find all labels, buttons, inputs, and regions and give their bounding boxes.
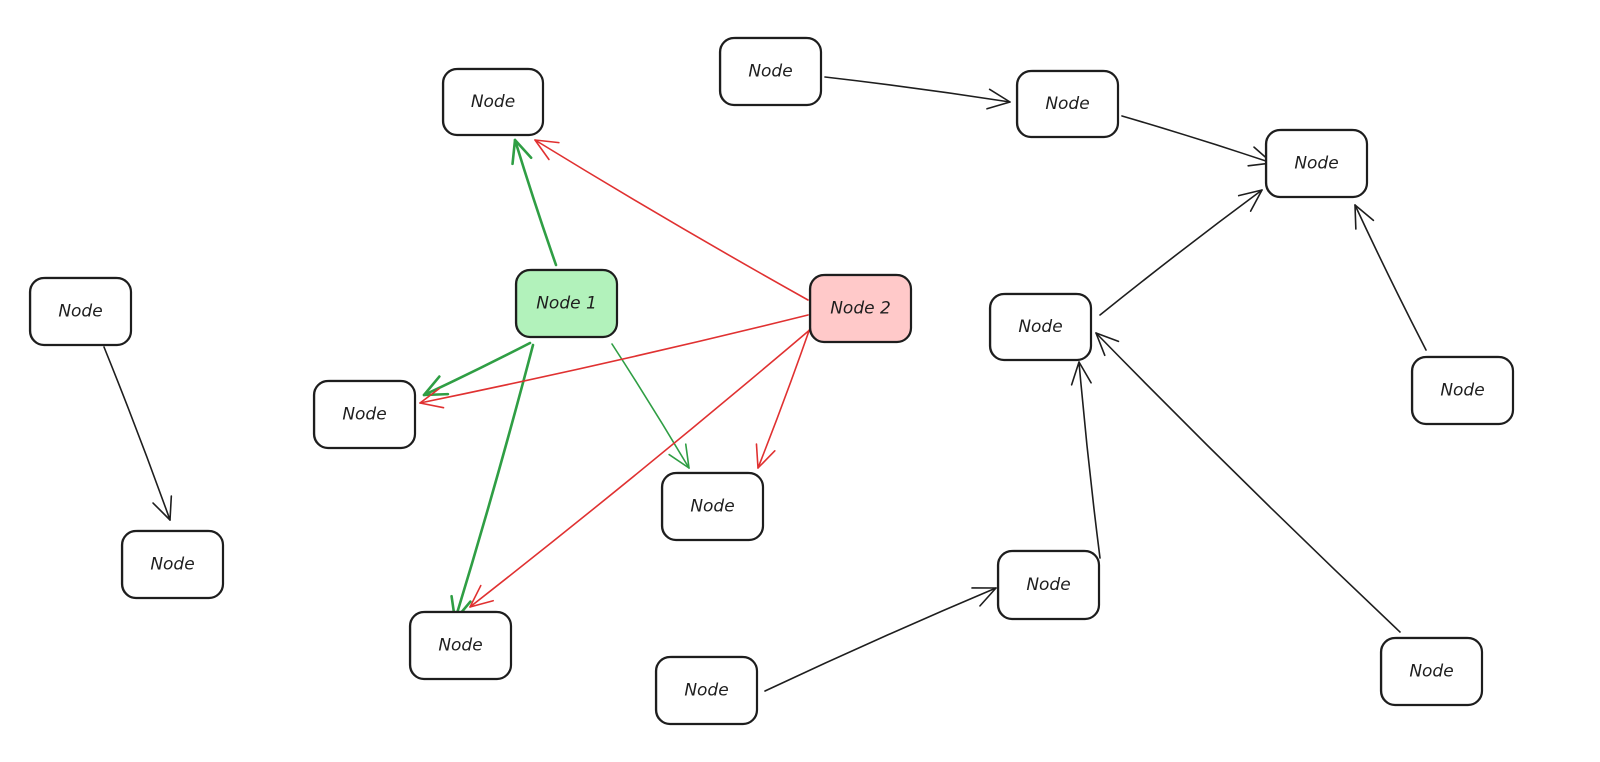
node-label: Node — [1045, 94, 1089, 114]
node-label: Node — [471, 92, 515, 112]
arrowhead-icon — [152, 495, 173, 521]
edges-layer — [103, 76, 1427, 692]
node-box-sketch — [998, 549, 1100, 620]
edge-line[interactable] — [419, 314, 809, 404]
edge-line[interactable] — [1354, 204, 1427, 351]
node-label: Node — [1018, 317, 1062, 337]
edge-arrow[interactable] — [1070, 361, 1101, 559]
edge-arrow[interactable] — [469, 327, 813, 608]
arrowhead-icon — [971, 587, 997, 607]
node-box-sketch — [662, 471, 764, 541]
arrowhead-icon — [419, 387, 445, 409]
node-box-sketch — [516, 268, 618, 338]
edge-line[interactable] — [422, 341, 532, 397]
edge-line[interactable] — [1121, 115, 1273, 164]
edge-arrow[interactable] — [511, 138, 558, 267]
edge-arrow[interactable] — [764, 587, 997, 692]
edge-line[interactable] — [757, 327, 811, 469]
node-box-sketch — [990, 292, 1092, 361]
node-label: Node — [1026, 575, 1070, 595]
edge-arrow[interactable] — [1099, 189, 1263, 316]
edge-arrow[interactable] — [1354, 204, 1427, 351]
edge-line[interactable] — [469, 327, 813, 608]
node-n-far-right[interactable]: Node — [1410, 355, 1515, 426]
arrowhead-icon — [1095, 332, 1120, 357]
node-box-sketch — [1017, 69, 1119, 138]
arrowhead-icon — [986, 88, 1011, 110]
node-label: Node — [58, 302, 102, 322]
node-box-sketch — [410, 610, 512, 680]
arrowhead-icon — [534, 139, 560, 161]
arrowhead-icon — [668, 443, 690, 469]
edge-arrow[interactable] — [103, 346, 173, 521]
node-label: Node — [342, 405, 386, 425]
node-label: Node 1 — [536, 294, 597, 314]
arrowhead-icon — [422, 375, 450, 397]
node-box-sketch — [30, 276, 132, 346]
edge-arrow[interactable] — [1095, 332, 1401, 633]
node-n-far-left-top[interactable]: Node — [28, 276, 133, 347]
node-n-bottom-right[interactable]: Node — [1379, 636, 1484, 707]
node-label: Node — [1409, 662, 1453, 682]
node-label: Node — [438, 636, 482, 656]
edge-arrow[interactable] — [755, 327, 811, 469]
node-label: Node — [1440, 381, 1484, 401]
arrowhead-icon — [1354, 204, 1375, 230]
node-n-left-mid[interactable]: Node — [312, 379, 417, 450]
node-n-far-left-bottom[interactable]: Node — [120, 529, 225, 600]
node-label: Node — [690, 497, 734, 517]
node-n-top-a[interactable]: Node — [718, 36, 823, 107]
node-n-hub[interactable]: Node — [1264, 128, 1369, 199]
edge-line[interactable] — [824, 76, 1011, 103]
node-box-sketch — [314, 379, 416, 449]
node-n-top-b[interactable]: Node — [1015, 69, 1120, 139]
node-n-center-low[interactable]: Node — [660, 471, 765, 542]
edge-line[interactable] — [764, 587, 997, 692]
edge-arrow[interactable] — [824, 76, 1011, 110]
node-box-sketch — [1412, 355, 1514, 425]
edge-arrow[interactable] — [534, 139, 809, 301]
arrowhead-icon — [511, 138, 533, 166]
node-node-2[interactable]: Node 2 — [808, 273, 913, 344]
node-label: Node — [684, 681, 728, 701]
edge-arrow[interactable] — [422, 341, 532, 397]
edge-line[interactable] — [611, 343, 690, 469]
node-box-sketch — [656, 655, 758, 725]
node-box-sketch — [122, 529, 224, 599]
node-label: Node — [1294, 154, 1338, 174]
node-box-sketch — [810, 273, 912, 343]
edge-line[interactable] — [453, 343, 535, 622]
node-node-1[interactable]: Node 1 — [514, 268, 619, 339]
edge-line[interactable] — [1078, 361, 1101, 559]
node-box-sketch — [1266, 128, 1368, 198]
edge-line[interactable] — [534, 139, 809, 301]
edge-line[interactable] — [1095, 332, 1401, 633]
node-box-sketch — [720, 36, 822, 106]
node-n-bottom-center[interactable]: Node — [408, 610, 513, 681]
node-n-top-center[interactable]: Node — [441, 67, 545, 137]
edge-arrow[interactable] — [419, 314, 809, 409]
edge-line[interactable] — [103, 346, 171, 521]
node-label: Node — [150, 555, 194, 575]
node-box-sketch — [443, 67, 544, 136]
edge-arrow[interactable] — [611, 343, 690, 469]
node-n-right-mid[interactable]: Node — [988, 292, 1093, 362]
edge-line[interactable] — [1099, 189, 1263, 316]
node-label: Node — [748, 62, 792, 82]
node-n-bottom-left2[interactable]: Node — [654, 655, 759, 726]
arrowhead-icon — [755, 443, 776, 469]
edge-line[interactable] — [513, 138, 558, 267]
arrowhead-icon — [469, 584, 494, 608]
edge-arrow[interactable] — [450, 343, 535, 622]
arrowhead-icon — [1070, 361, 1092, 386]
node-n-lower-mid[interactable]: Node — [996, 549, 1101, 621]
node-label: Node 2 — [830, 299, 891, 319]
edge-arrow[interactable] — [1121, 115, 1273, 167]
arrowhead-icon — [1237, 189, 1263, 212]
node-box-sketch — [1381, 636, 1483, 706]
